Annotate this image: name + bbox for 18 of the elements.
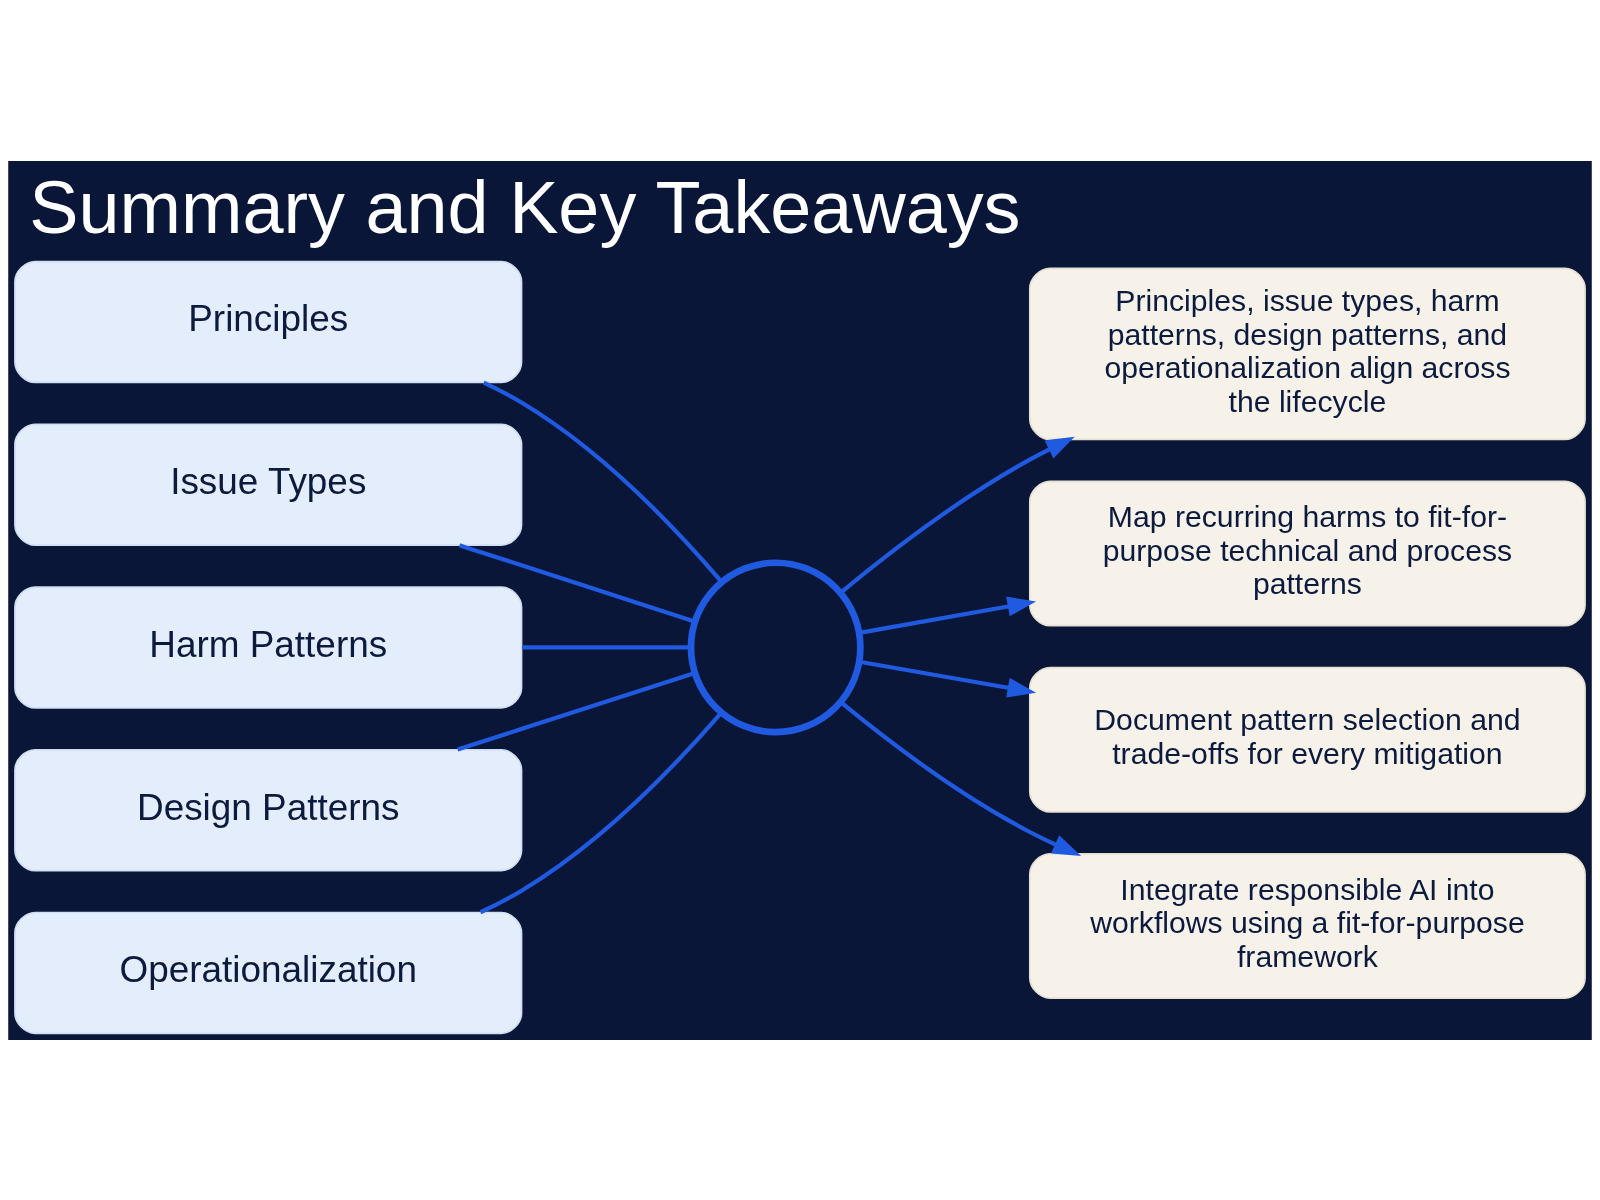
node-box: Integrate responsible AI into workflows using a fit-for-purpose framework bbox=[1028, 852, 1586, 999]
arrow bbox=[839, 700, 1082, 856]
arrow bbox=[839, 436, 1075, 594]
connector bbox=[482, 380, 723, 583]
node-box: Harm Patterns bbox=[14, 585, 523, 709]
connector bbox=[479, 710, 723, 914]
node-box: Operationalization bbox=[14, 911, 523, 1034]
node-circle bbox=[687, 558, 864, 736]
node-box: Issue Types bbox=[14, 423, 523, 546]
node-box: Principles bbox=[14, 260, 523, 383]
connector bbox=[521, 644, 691, 650]
connector bbox=[457, 670, 696, 752]
diagram-title: Summary and Key Takeaways bbox=[29, 165, 1021, 249]
connector bbox=[458, 542, 696, 623]
node-box: Map recurring harms to fit-for-purpose technical and process patterns bbox=[1028, 480, 1586, 626]
node-box: Principles, issue types, harm patterns, design patterns, and operationalization align across the lifecycle bbox=[1028, 267, 1586, 440]
node-box: Design Patterns bbox=[14, 748, 523, 871]
node-box: Document pattern selection and trade-offs for every mitigation bbox=[1028, 666, 1586, 813]
